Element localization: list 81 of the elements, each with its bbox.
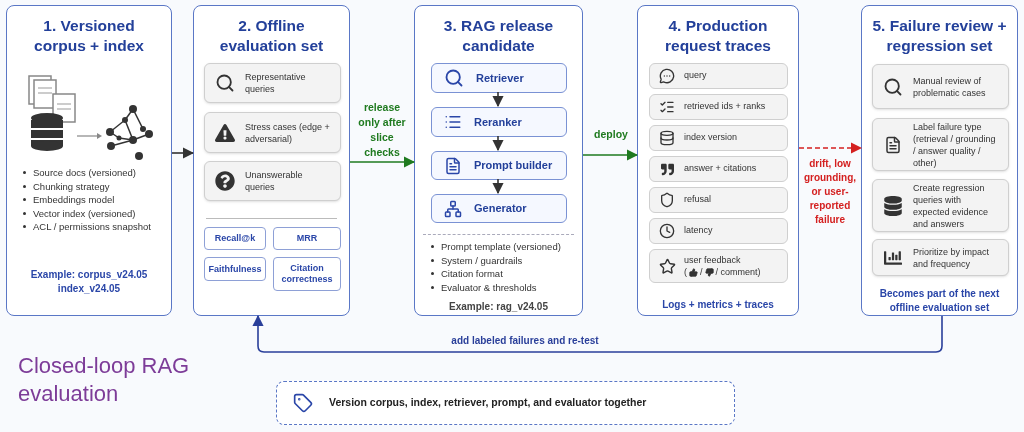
trace-text: index version (684, 131, 738, 145)
stage-heading: 2. Offline evaluation set (218, 16, 325, 56)
stage-footnote: Becomes part of the next offline evaluation set (878, 287, 1001, 315)
bullet-text: Source docs (versioned) (33, 166, 136, 180)
card-text: Unanswerable queries (245, 169, 304, 193)
card-text: Manual review of problematic cases (913, 74, 987, 99)
trace-text: / (700, 266, 703, 278)
item-card (872, 239, 1009, 276)
trace-row (649, 187, 788, 213)
stage-heading: 5. Failure review + regression set (871, 16, 1008, 56)
trace-text: answer + citations (684, 162, 757, 176)
card-text: Prioritize by impact and frequency (913, 245, 991, 270)
item-card (872, 64, 1009, 109)
stage-panel (637, 5, 799, 316)
component-box (431, 194, 567, 223)
item-card (872, 179, 1009, 232)
stage-footnote: Logs + metrics + traces (661, 298, 775, 312)
diagram-title: Closed-loop RAG evaluation (18, 352, 191, 408)
trace-text: / comment) (715, 266, 761, 278)
trace-text: user feedback (684, 254, 742, 266)
trace-text: ( (684, 266, 687, 278)
metric-box: Recall@k (204, 227, 266, 250)
metric-box: MRR (273, 227, 341, 250)
stage-heading: 1. Versioned corpus + index (33, 16, 145, 56)
stage-panel (193, 5, 350, 316)
arrow (171, 147, 195, 159)
trace-text: retrieved ids + ranks (684, 100, 766, 114)
component-label: Reranker (474, 114, 522, 130)
stage-panel (6, 5, 172, 316)
bullet-text: Citation format (441, 267, 503, 281)
item-card (204, 161, 341, 201)
trace-row (649, 156, 788, 182)
component-label: Retriever (476, 70, 524, 86)
trace-row (649, 63, 788, 89)
arrow (492, 178, 504, 195)
arrow (252, 314, 943, 353)
trace-row (649, 249, 788, 283)
card-text: Label failure type (retrieval / grounding / answer quality / other) (913, 120, 997, 169)
component-label: Generator (474, 201, 527, 217)
card-text: Stress cases (edge + adversarial) (245, 120, 331, 145)
bullet-text: Vector index (versioned) (33, 206, 136, 220)
bullet-text: Prompt template (versioned) (441, 240, 561, 254)
bullet-text: ACL / permissions snapshot (33, 220, 151, 234)
arrow (582, 149, 639, 161)
arrow (349, 156, 416, 168)
component-label: Prompt builder (474, 158, 553, 174)
stage-panel (414, 5, 583, 316)
trace-text: refusal (684, 193, 711, 207)
stage-footnote: Example: rag_v24.05 (448, 300, 549, 314)
item-card (872, 118, 1009, 171)
trace-row (649, 125, 788, 151)
arrow (492, 91, 504, 108)
card-text: Create regression queries with expected evidence and answers (913, 181, 990, 230)
bullet-text: Embeddings model (33, 193, 115, 207)
edge-label: add labeled failures and re-test (450, 335, 600, 347)
trace-text: latency (684, 224, 713, 238)
arrow (798, 142, 863, 154)
component-box (431, 63, 567, 93)
stage-footnote: Example: corpus_v24.05 index_v24.05 (29, 268, 149, 296)
card-text: Representative queries (245, 71, 307, 95)
bullet-text: Evaluator & thresholds (441, 280, 537, 294)
note-box (276, 381, 735, 425)
component-box (431, 107, 567, 137)
item-card (204, 112, 341, 153)
edge-label: deploy (593, 127, 629, 142)
stage-heading: 3. RAG release candidate (442, 16, 555, 56)
bullet-text: System / guardrails (441, 253, 523, 267)
trace-text: query (684, 69, 707, 83)
note-text: Version corpus, index, retriever, prompt, and evaluator together (329, 395, 647, 411)
trace-row (649, 218, 788, 244)
stage-panel (861, 5, 1018, 316)
edge-label: drift, low grounding, or user-reported failure (802, 157, 858, 227)
bullet-text: Chunking strategy (33, 179, 110, 193)
trace-row (649, 94, 788, 120)
metric-box: Faithfulness (204, 257, 266, 281)
item-card (204, 63, 341, 103)
arrow (492, 135, 504, 152)
metric-box: Citation correctness (273, 257, 341, 291)
component-box (431, 151, 567, 180)
stage-heading: 4. Production request traces (664, 16, 772, 56)
edge-label: release only after slice checks (357, 100, 407, 160)
